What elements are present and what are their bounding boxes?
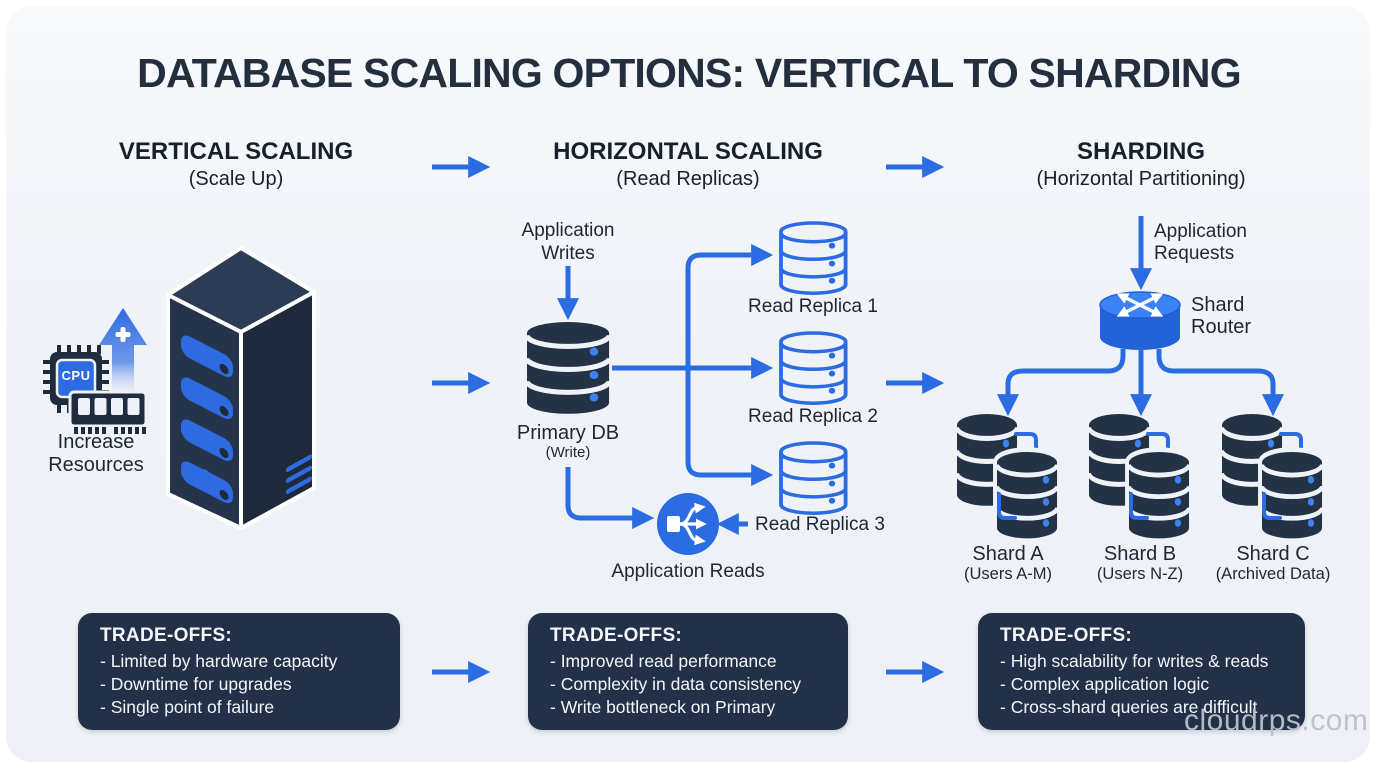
shard-a-icon (957, 414, 1057, 538)
tradeoffs-title: TRADE-OFFS: (100, 625, 233, 646)
shard-router-icon (1099, 291, 1181, 350)
tradeoffs-card-sharding: TRADE-OFFS: - High scalability for write… (978, 613, 1305, 730)
shard-c-scope-label: (Archived Data) (1215, 565, 1331, 583)
tradeoff-item: - Complex application logic (1000, 674, 1210, 694)
reads-connector-lines (565, 467, 748, 536)
server-tower-icon (166, 246, 316, 530)
read-replica-3-icon (781, 443, 846, 513)
tradeoffs-title: TRADE-OFFS: (550, 625, 683, 646)
tradeoff-item: - Write bottleneck on Primary (550, 697, 776, 717)
tradeoff-item: - Single point of failure (100, 697, 275, 717)
watermark: cloudrps.com (1184, 704, 1369, 737)
application-requests-label: Application Requests (1154, 221, 1247, 264)
header-flow-arrows (432, 155, 945, 684)
upgrade-arrow-icon (99, 308, 147, 392)
primary-db-label: Primary DB (516, 422, 620, 444)
tradeoff-item: - Limited by hardware capacity (100, 651, 338, 671)
column-subtitle-horizontal: (Read Replicas) (616, 168, 760, 190)
tradeoffs-card-horizontal: TRADE-OFFS: - Improved read performance … (528, 613, 848, 730)
shard-b-icon (1089, 414, 1189, 538)
shard-b-label: Shard B (1103, 543, 1177, 565)
ram-stick-icon (68, 390, 148, 434)
read-replica-1-label: Read Replica 1 (748, 296, 878, 317)
column-subtitle-sharding: (Horizontal Partitioning) (1036, 168, 1246, 190)
read-replica-3-label: Read Replica 3 (755, 514, 885, 535)
router-fanout-lines (996, 349, 1285, 417)
replication-fanout-lines (612, 243, 774, 487)
tradeoff-item: - Downtime for upgrades (100, 674, 292, 694)
tradeoff-item: - Improved read performance (550, 651, 777, 671)
application-writes-label: Application Writes (521, 220, 615, 264)
shard-c-icon (1222, 414, 1322, 538)
read-replica-1-icon (781, 223, 846, 293)
shard-b-scope-label: (Users N-Z) (1096, 565, 1184, 583)
read-replica-2-label: Read Replica 2 (748, 406, 878, 427)
column-title-sharding: SHARDING (1076, 138, 1206, 165)
primary-db-icon (527, 322, 609, 414)
tradeoffs-title: TRADE-OFFS: (1000, 625, 1133, 646)
application-reads-icon (657, 493, 719, 555)
read-replica-2-icon (781, 333, 846, 403)
shard-a-scope-label: (Users A-M) (964, 565, 1052, 583)
column-title-horizontal: HORIZONTAL SCALING (553, 138, 823, 165)
column-subtitle-vertical: (Scale Up) (188, 168, 284, 190)
page-title: DATABASE SCALING OPTIONS: VERTICAL TO SH… (137, 50, 1241, 96)
tradeoff-item: - Cross-shard queries are difficult (1000, 697, 1258, 717)
shard-router-label: Shard Router (1191, 294, 1252, 338)
shard-c-label: Shard C (1236, 543, 1310, 565)
application-reads-label: Application Reads (611, 561, 765, 582)
tradeoffs-card-vertical: TRADE-OFFS: - Limited by hardware capaci… (78, 613, 400, 730)
increase-resources-label: Increase Resources (48, 431, 144, 476)
shard-a-label: Shard A (972, 543, 1044, 565)
tradeoff-item: - High scalability for writes & reads (1000, 651, 1269, 671)
primary-db-mode-label: (Write) (545, 444, 591, 461)
column-title-vertical: VERTICAL SCALING (118, 138, 354, 165)
cpu-label: CPU (61, 368, 91, 383)
tradeoff-item: - Complexity in data consistency (550, 674, 801, 694)
